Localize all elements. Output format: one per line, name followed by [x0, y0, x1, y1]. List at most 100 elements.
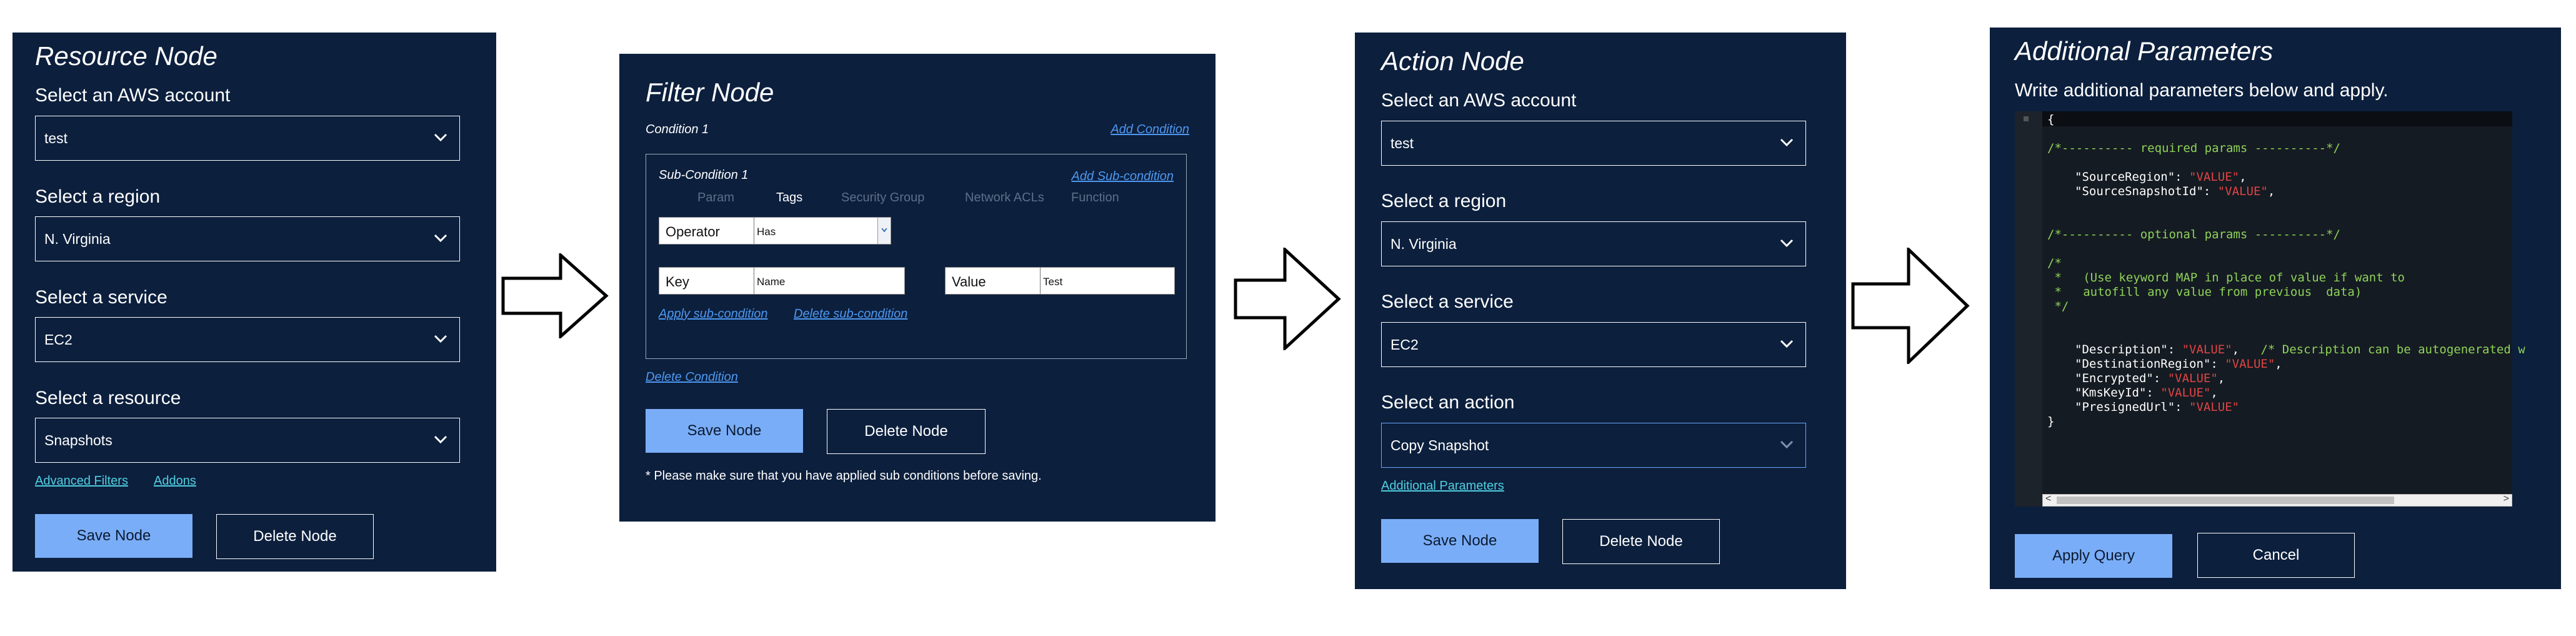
value-label: Value	[946, 268, 1041, 294]
chevron-down-icon	[434, 335, 447, 343]
editor-active-line	[2042, 111, 2512, 126]
tab-network-acls[interactable]: Network ACLs	[965, 191, 1044, 204]
action-select[interactable]: Copy Snapshot	[1381, 423, 1806, 468]
account-label: Select an AWS account	[1381, 90, 1577, 111]
fold-marker-icon	[2024, 116, 2029, 121]
action-label: Select an action	[1381, 392, 1515, 413]
region-select-value: N. Virginia	[1390, 236, 1457, 252]
advanced-filters-link[interactable]: Advanced Filters	[35, 474, 128, 488]
tab-tags[interactable]: Tags	[776, 191, 803, 204]
region-label: Select a region	[35, 186, 161, 207]
code-line: "Encrypted": "VALUE",	[2075, 371, 2225, 385]
chevron-down-icon	[434, 133, 447, 142]
flow-arrow-icon	[1851, 248, 1970, 364]
delete-node-button[interactable]: Delete Node	[827, 409, 986, 454]
action-node-panel: Action Node Select an AWS account test S…	[1355, 33, 1846, 589]
delete-condition-link[interactable]: Delete Condition	[646, 370, 738, 384]
add-condition-link[interactable]: Add Condition	[1111, 123, 1189, 136]
chevron-down-icon	[1780, 440, 1794, 449]
service-label: Select a service	[35, 287, 167, 308]
code-line: }	[2047, 415, 2055, 428]
chevron-down-icon	[1780, 138, 1794, 147]
filter-node-title: Filter Node	[646, 78, 774, 107]
code-line: "KmsKeyId": "VALUE",	[2075, 386, 2218, 400]
code-line: "SourceRegion": "VALUE",	[2075, 170, 2247, 184]
code-line: "SourceSnapshotId": "VALUE",	[2075, 184, 2275, 198]
action-node-title: Action Node	[1381, 46, 1524, 76]
service-select[interactable]: EC2	[35, 317, 460, 362]
key-value: Name	[757, 276, 786, 288]
delete-subcondition-link[interactable]: Delete sub-condition	[794, 307, 908, 321]
service-select-value: EC2	[1390, 336, 1419, 353]
scroll-right-arrow[interactable]: >	[2503, 493, 2509, 504]
account-select[interactable]: test	[35, 116, 460, 161]
tab-function[interactable]: Function	[1071, 191, 1119, 204]
save-note: * Please make sure that you have applied…	[646, 469, 1042, 483]
cancel-button[interactable]: Cancel	[2197, 533, 2355, 578]
chevron-down-icon	[1780, 239, 1794, 248]
delete-node-button[interactable]: Delete Node	[216, 514, 374, 559]
save-node-button[interactable]: Save Node	[1381, 519, 1539, 563]
code-line: "DestinationRegion": "VALUE",	[2075, 357, 2282, 371]
code-line: "Description": "VALUE", /* Description c…	[2075, 343, 2525, 356]
account-select-value: test	[44, 130, 68, 146]
resource-label: Select a resource	[35, 388, 181, 408]
resource-select[interactable]: Snapshots	[35, 418, 460, 463]
save-node-button[interactable]: Save Node	[646, 409, 803, 453]
region-select[interactable]: N. Virginia	[1381, 221, 1806, 266]
key-field[interactable]: Key Name	[659, 267, 905, 295]
code-editor[interactable]: { /*---------- required params ---------…	[2015, 111, 2525, 507]
code-line: "PresignedUrl": "VALUE"	[2075, 400, 2240, 414]
region-label: Select a region	[1381, 191, 1507, 211]
apply-query-button[interactable]: Apply Query	[2015, 534, 2172, 578]
chevron-down-icon	[434, 435, 447, 444]
code-comment: /*---------- required params ----------*…	[2047, 141, 2340, 155]
subcondition-box: Sub-Condition 1 Add Sub-condition Param …	[646, 154, 1187, 359]
apply-subcondition-link[interactable]: Apply sub-condition	[659, 307, 768, 321]
scroll-left-arrow[interactable]: <	[2045, 493, 2052, 504]
horizontal-scrollbar[interactable]: < >	[2042, 493, 2512, 507]
flow-arrow-icon	[1234, 248, 1341, 350]
code-comment: */	[2047, 300, 2069, 313]
code-comment: * autofill any value from previous data)	[2047, 285, 2362, 299]
action-select-value: Copy Snapshot	[1390, 437, 1489, 453]
account-select-value: test	[1390, 135, 1414, 151]
account-select[interactable]: test	[1381, 121, 1806, 166]
operator-value: Has	[757, 226, 776, 238]
service-label: Select a service	[1381, 291, 1514, 312]
operator-label: Operator	[659, 218, 754, 244]
account-label: Select an AWS account	[35, 85, 231, 106]
condition-label: Condition 1	[646, 123, 709, 136]
service-select[interactable]: EC2	[1381, 322, 1806, 367]
additional-parameters-title: Additional Parameters	[2015, 36, 2274, 66]
resource-node-title: Resource Node	[35, 41, 217, 71]
additional-parameters-subtitle: Write additional parameters below and ap…	[2015, 80, 2389, 101]
service-select-value: EC2	[44, 331, 72, 348]
region-select-value: N. Virginia	[44, 231, 111, 247]
addons-link[interactable]: Addons	[154, 474, 196, 488]
scrollbar-thumb[interactable]	[2057, 497, 2394, 504]
resource-select-value: Snapshots	[44, 432, 112, 448]
chevron-down-icon	[877, 218, 891, 244]
delete-node-button[interactable]: Delete Node	[1562, 519, 1720, 564]
code-comment: /*---------- optional params ----------*…	[2047, 228, 2340, 241]
value-value: Test	[1043, 276, 1063, 288]
code-comment: * (Use keyword MAP in place of value if …	[2047, 271, 2405, 285]
filter-node-panel: Filter Node Condition 1 Add Condition Su…	[619, 54, 1216, 522]
key-label: Key	[659, 268, 754, 294]
value-field[interactable]: Value Test	[945, 267, 1175, 295]
additional-parameters-link[interactable]: Additional Parameters	[1381, 479, 1504, 493]
save-node-button[interactable]: Save Node	[35, 514, 192, 558]
operator-select[interactable]: Operator Has	[659, 217, 891, 245]
region-select[interactable]: N. Virginia	[35, 216, 460, 261]
tab-security-group[interactable]: Security Group	[841, 191, 925, 204]
code-line: {	[2047, 113, 2055, 126]
additional-parameters-panel: Additional Parameters Write additional p…	[1990, 28, 2561, 589]
chevron-down-icon	[434, 234, 447, 243]
editor-gutter	[2015, 111, 2042, 507]
flow-arrow-icon	[501, 253, 609, 338]
subcondition-label: Sub-Condition 1	[659, 168, 749, 182]
tab-param[interactable]: Param	[697, 191, 734, 204]
code-comment: /*	[2047, 256, 2062, 270]
add-subcondition-link[interactable]: Add Sub-condition	[1071, 169, 1174, 183]
